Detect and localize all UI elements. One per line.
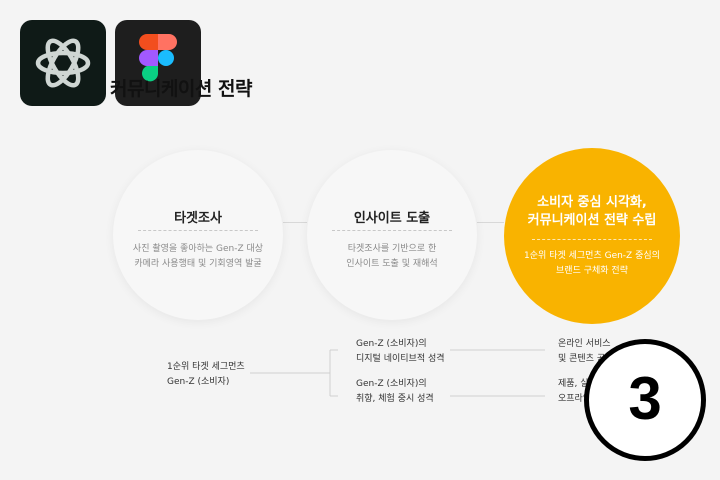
step-strategy-circle: 소비자 중심 시각화, 커뮤니케이션 전략 수립 1순위 타겟 세그먼츠 Gen…	[504, 148, 680, 324]
step-heading: 소비자 중심 시각화, 커뮤니케이션 전략 수립	[527, 195, 657, 228]
step-description: 1순위 타겟 세그먼츠 Gen-Z 중심의 브랜드 구체화 전략	[524, 251, 660, 276]
step-research-circle: 타겟조사 사진 촬영을 좋아하는 Gen-Z 대상 카메라 사용행태 및 기회영…	[113, 150, 283, 320]
connector-line	[283, 222, 307, 223]
strategy-label: 제품, 실 오프라인	[558, 379, 592, 404]
divider	[138, 230, 258, 231]
openai-logo-icon	[20, 20, 106, 106]
step-heading: 타겟조사	[174, 211, 222, 226]
insight-label: Gen-Z (소비자)의 취향, 체험 중시 성격	[356, 379, 434, 404]
insight-label: Gen-Z (소비자)의 디지털 네이티브적 성격	[356, 339, 445, 364]
divider	[532, 239, 652, 240]
page-title: 커뮤니케이션 전략	[110, 78, 252, 100]
step-insight-circle: 인사이트 도출 타겟조사를 기반으로 한 인사이트 도출 및 재해석	[307, 150, 477, 320]
strategy-label: 온라인 서비스 및 콘텐츠 공유	[558, 339, 614, 364]
number-badge: 3	[584, 339, 706, 461]
figma-logo-icon	[115, 20, 201, 106]
step-description: 타겟조사를 기반으로 한 인사이트 도출 및 재해석	[346, 244, 438, 269]
divider	[332, 230, 452, 231]
connector-line	[477, 222, 504, 223]
segment-label: 1순위 타겟 세그먼츠 Gen-Z (소비자)	[167, 362, 245, 387]
step-heading: 인사이트 도출	[353, 211, 431, 226]
step-description: 사진 촬영을 좋아하는 Gen-Z 대상 카메라 사용행태 및 기회영역 발굴	[132, 244, 264, 269]
